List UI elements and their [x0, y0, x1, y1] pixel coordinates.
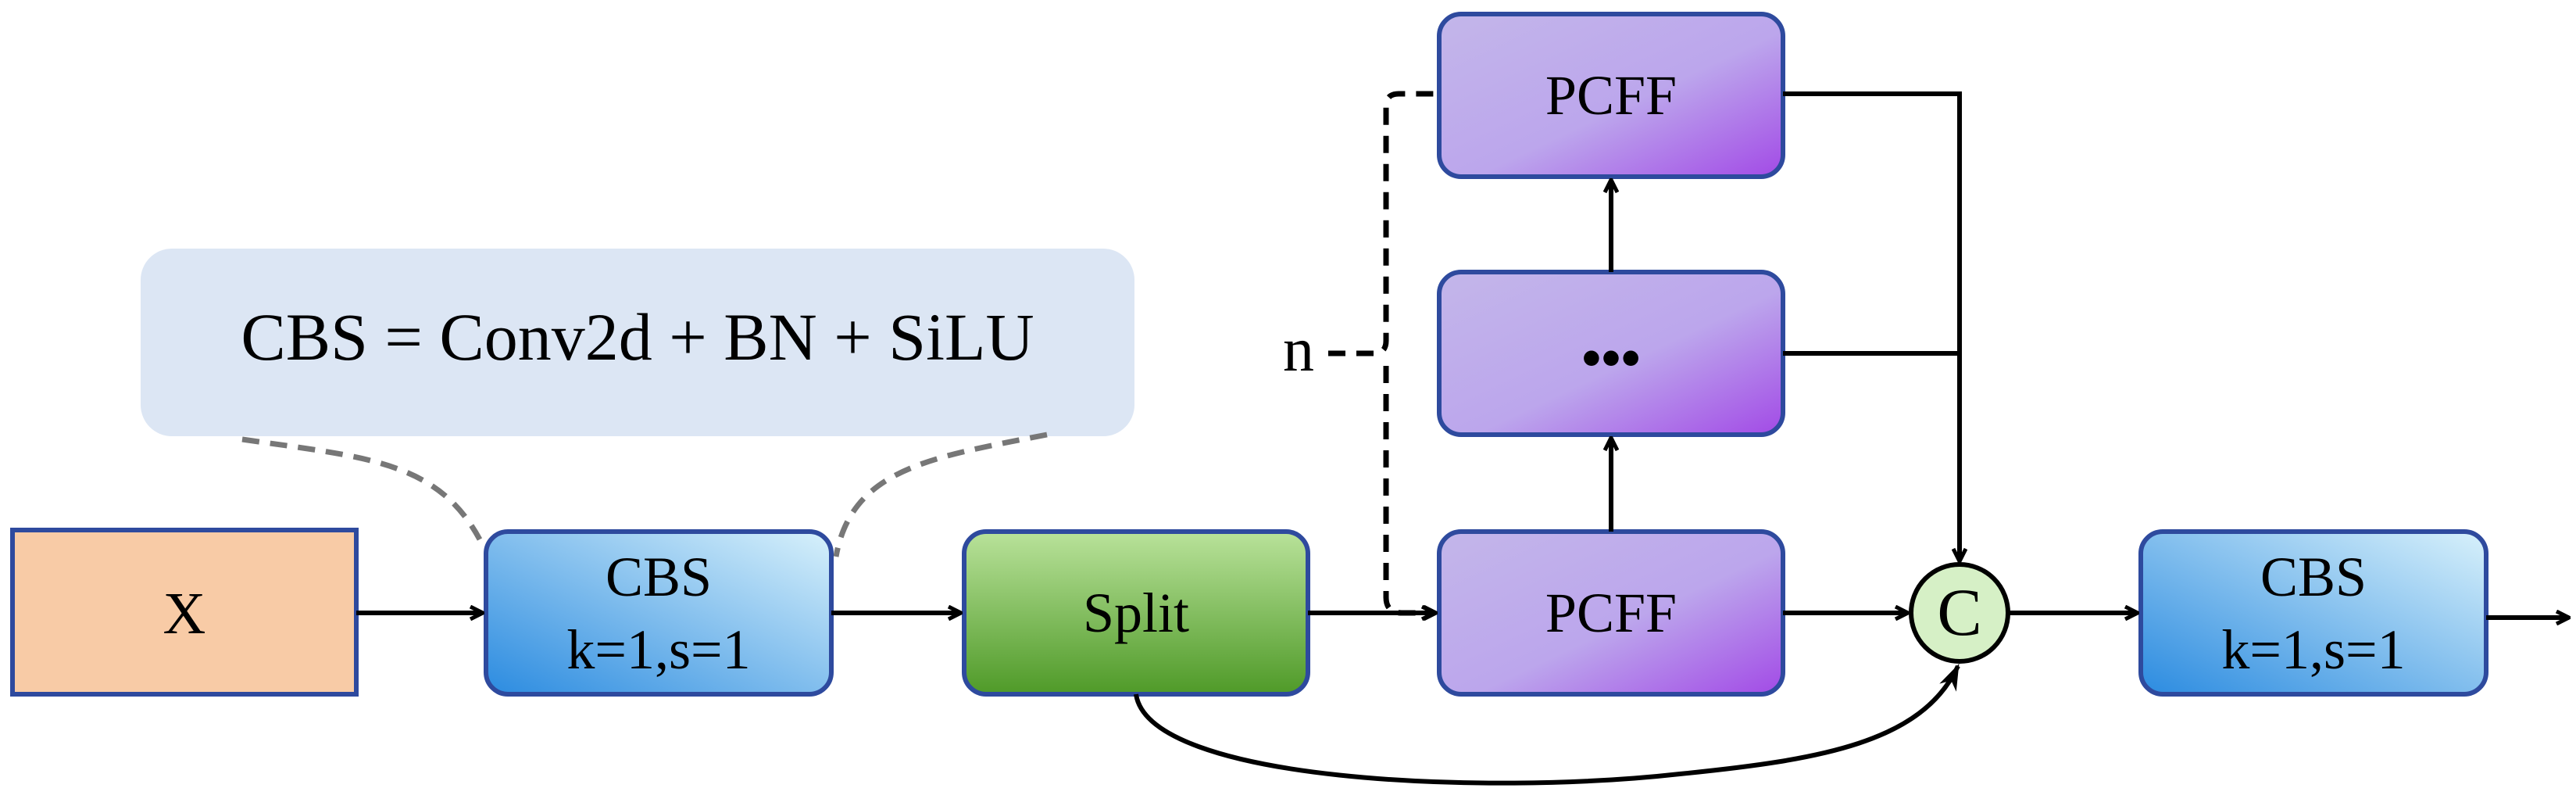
cbs-output-block: CBS k=1,s=1 [2138, 529, 2488, 697]
pcff-middle-block: ••• [1437, 270, 1785, 437]
pcff-middle-ellipsis: ••• [1581, 327, 1641, 389]
concat-node: C [1909, 562, 2010, 664]
pcff-bottom-label: PCFF [1545, 582, 1677, 644]
repeat-dashed-arrow [1383, 366, 1434, 613]
cbs-definition-text: CBS = Conv2d + BN + SiLU [241, 299, 1034, 374]
concat-label: C [1937, 575, 1981, 650]
cbs-input-block: CBS k=1,s=1 [484, 529, 834, 697]
note-pointer-right [833, 432, 1048, 557]
cbs-input-title: CBS [606, 546, 712, 608]
cbs-input-params: k=1,s=1 [566, 618, 750, 681]
repeat-indicator: n [1283, 91, 1438, 613]
note-pointer-left [241, 436, 483, 541]
repeat-n-label: n [1283, 316, 1314, 385]
cbs-definition-note: CBS = Conv2d + BN + SiLU [141, 249, 1134, 557]
split-label: Split [1083, 582, 1189, 644]
curve-split-to-concat [1134, 663, 1960, 786]
input-x-block: X [10, 528, 359, 697]
split-block: Split [962, 529, 1310, 697]
repeat-dashed-line [1328, 91, 1438, 356]
input-x-label: X [163, 581, 206, 647]
cbs-output-params: k=1,s=1 [2221, 618, 2405, 681]
pcff-bottom-block: PCFF [1437, 529, 1785, 697]
pcff-top-label: PCFF [1545, 64, 1677, 127]
pcff-top-block: PCFF [1437, 12, 1785, 179]
cbs-output-title: CBS [2260, 546, 2367, 608]
line-pcff-top-to-concat [1783, 91, 1960, 561]
connectors [356, 91, 2569, 786]
